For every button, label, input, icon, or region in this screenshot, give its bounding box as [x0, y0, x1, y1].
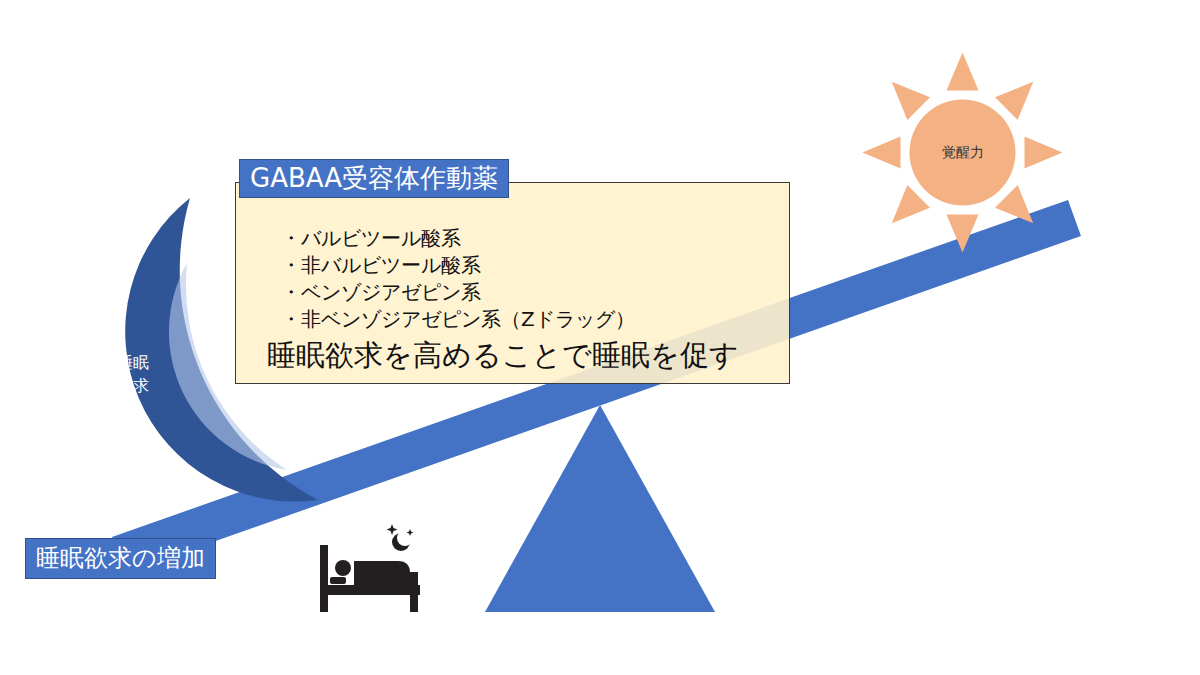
moon-highlight: [169, 263, 287, 470]
moon-outer: [125, 198, 318, 502]
node-label: 睡眠欲求の増加: [36, 543, 205, 574]
sun-ray: [947, 53, 979, 91]
node-label: 睡眠 欲求: [117, 351, 152, 397]
sun-ray: [995, 185, 1033, 223]
sun-ray: [1025, 137, 1063, 169]
crescent-moon-shape: [95, 195, 327, 507]
arousal-sun: 覚醒力: [855, 45, 1070, 260]
fulcrum-triangle: [485, 405, 715, 612]
drug-class-item: ・ベンゾジアゼピン系: [281, 279, 765, 306]
sleep-drive-moon: 睡眠 欲求: [95, 195, 327, 507]
drug-class-item: ・非ベンゾジアゼピン系（Zドラッグ）: [281, 306, 765, 333]
drug-class-item: ・非バルビツール酸系: [281, 252, 765, 279]
sun-ray: [892, 82, 930, 120]
drug-class-item: ・バルビツール酸系: [281, 225, 765, 252]
sleep-drive-increase-label: 睡眠欲求の増加: [25, 538, 216, 579]
sun-ray: [995, 82, 1033, 120]
sun-ray: [863, 137, 901, 169]
drug-class-box: GABAA受容体作動薬・バルビツール酸系・非バルビツール酸系・ベンゾジアゼピン系…: [235, 182, 790, 384]
sun-ray: [947, 215, 979, 253]
heading-tab: GABAA受容体作動薬: [239, 159, 509, 198]
node-label: 覚醒力: [855, 45, 1070, 260]
conclusion-text: 睡眠欲求を高めることで睡眠を促す: [267, 337, 765, 373]
sun-ray: [892, 185, 930, 223]
sleeping-bed-icon: [320, 524, 420, 612]
